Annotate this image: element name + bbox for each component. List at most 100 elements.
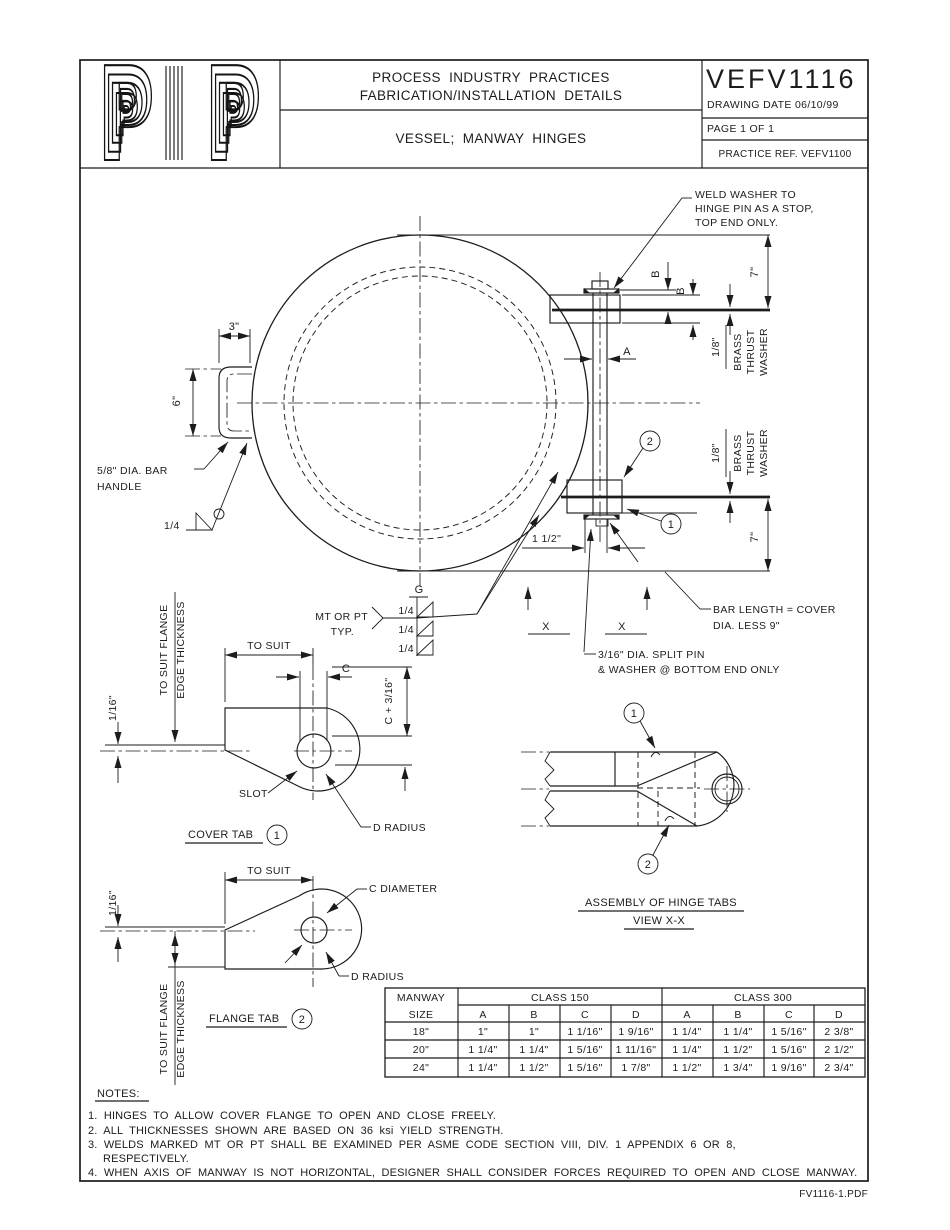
cover-tab-title: COVER TAB xyxy=(188,829,253,841)
weld-g-label: G xyxy=(415,584,424,596)
logo-letter-p: P xyxy=(204,40,261,192)
washer-label: WASHER xyxy=(758,429,770,477)
note-line1: 3/16" DIA. SPLIT PIN xyxy=(598,649,705,661)
hinge-pin-assembly xyxy=(549,272,770,545)
cell: 1 5/16" xyxy=(567,1044,602,1056)
dim-b-pair: B B xyxy=(650,262,697,340)
cell: 1 9/16" xyxy=(771,1062,806,1074)
cell: 1 5/16" xyxy=(771,1026,806,1038)
cell: 1 1/4" xyxy=(468,1044,497,1056)
balloon-1-main: 1 xyxy=(626,508,682,535)
note-line2: HINGE PIN AS A STOP, xyxy=(695,203,814,215)
weld-exam-label: MT OR PT xyxy=(315,611,368,623)
dim-116-label: 1/16" xyxy=(107,890,119,916)
dim-label: 7" xyxy=(749,532,761,543)
slot-label: SLOT xyxy=(239,788,268,800)
dim-label: 1/8" xyxy=(710,443,722,463)
section-label: X xyxy=(542,621,550,633)
assembly-subtitle: VIEW X-X xyxy=(633,915,685,927)
footer-filename: FV1116-1.PDF xyxy=(799,1189,868,1200)
dim-c316-label: C + 3/16" xyxy=(383,678,395,725)
col-header: D xyxy=(632,1009,640,1021)
note-line2: & WASHER @ BOTTOM END ONLY xyxy=(598,664,780,676)
brass-washer-callout-bottom: 1/8" BRASS THRUST WASHER xyxy=(710,429,770,523)
cell: 1" xyxy=(478,1026,488,1038)
dim-116-label: 1/16" xyxy=(107,695,119,721)
cell: 1 1/16" xyxy=(567,1026,602,1038)
col-header: B xyxy=(530,1009,537,1021)
dim-label: B xyxy=(675,287,687,295)
note-1: 1. HINGES TO ALLOW COVER FLANGE TO OPEN … xyxy=(88,1110,496,1122)
flange-thickness-label-1: TO SUIT FLANGE xyxy=(158,605,170,696)
table-row: 24" 1 1/4" 1 1/2" 1 5/16" 1 7/8" 1 1/2" … xyxy=(413,1062,853,1074)
balloon-label: 2 xyxy=(645,859,651,871)
dim-label: 1/8" xyxy=(710,337,722,357)
page-border xyxy=(79,59,869,1182)
note-4: 4. WHEN AXIS OF MANWAY IS NOT HORIZONTAL… xyxy=(88,1167,857,1179)
col-header: A xyxy=(683,1009,690,1021)
cell: 1 1/4" xyxy=(672,1044,701,1056)
handle-label-line2: HANDLE xyxy=(97,481,142,493)
col-group-class150: CLASS 150 xyxy=(531,992,589,1004)
logo-letter-p: P xyxy=(220,83,246,150)
col-header: A xyxy=(479,1009,486,1021)
cell: 1 1/2" xyxy=(672,1062,701,1074)
handle-weld-symbol: 1/4 xyxy=(164,442,248,532)
dimensions-table: MANWAY SIZE CLASS 150 CLASS 300 A B C D … xyxy=(384,987,866,1078)
note-3: 3. WELDS MARKED MT OR PT SHALL BE EXAMIN… xyxy=(88,1139,736,1151)
dim-label: 6" xyxy=(171,396,183,407)
flange-tab-outline xyxy=(224,888,363,970)
cell: 1 5/16" xyxy=(771,1044,806,1056)
flange-thickness-label-2: EDGE THICKNESS xyxy=(175,980,187,1077)
cell: 1 1/4" xyxy=(519,1044,548,1056)
notes-section: NOTES: 1. HINGES TO ALLOW COVER FLANGE T… xyxy=(88,1088,857,1179)
col-header: C xyxy=(785,1009,793,1021)
note-2: 2. ALL THICKNESSES SHOWN ARE BASED ON 36… xyxy=(88,1125,504,1137)
split-pin-note: 3/16" DIA. SPLIT PIN & WASHER @ BOTTOM E… xyxy=(583,522,780,676)
dim-label: 3" xyxy=(229,321,240,333)
cell: 2 3/4" xyxy=(824,1062,853,1074)
cell: 1 9/16" xyxy=(618,1026,653,1038)
weld-size-label: 1/4 xyxy=(398,624,414,636)
note-line3: TOP END ONLY. xyxy=(695,217,778,229)
dim-3in: 3" xyxy=(218,321,251,363)
brass-label: BRASS xyxy=(732,333,744,370)
cell: 1 1/2" xyxy=(519,1062,548,1074)
col-header: B xyxy=(734,1009,741,1021)
balloon-label: 2 xyxy=(647,436,653,448)
doc-number: VEFV1116 xyxy=(706,64,857,94)
org-line1: PROCESS INDUSTRY PRACTICES xyxy=(372,70,610,85)
logo-letter-p: P xyxy=(226,94,241,134)
main-view: 3" 6" 5/8" DIA. BAR HANDLE 1/4 xyxy=(97,189,835,676)
cell: 1 5/16" xyxy=(567,1062,602,1074)
logo-letter-i xyxy=(165,66,183,160)
practice-ref: PRACTICE REF. VEFV1100 xyxy=(718,149,851,160)
dim-label: B xyxy=(650,270,662,278)
to-suit-label: TO SUIT xyxy=(247,640,291,652)
drawing-title: VESSEL; MANWAY HINGES xyxy=(396,131,587,146)
note-line2: DIA. LESS 9" xyxy=(713,620,780,632)
weld-mark-icon xyxy=(664,816,675,822)
col-header-manway: MANWAY xyxy=(397,992,445,1004)
logo-letter-p: P xyxy=(97,40,154,192)
col-group-class300: CLASS 300 xyxy=(734,992,792,1004)
dim-label: 1 1/2" xyxy=(532,533,561,545)
cover-tab-slot-hole xyxy=(296,733,332,769)
section-label: X xyxy=(618,621,626,633)
washer-label: WASHER xyxy=(758,328,770,376)
flange-tab-detail: TO SUIT C DIAMETER D RADIUS 1/16" TO SUI… xyxy=(100,865,437,1085)
handle-label: 5/8" DIA. BAR HANDLE xyxy=(97,441,229,493)
mt-pt-weld-symbol: MT OR PT TYP. 1/4 1/4 1/4 G xyxy=(315,471,559,656)
weld-size-label: 1/4 xyxy=(164,520,180,532)
to-suit-label: TO SUIT xyxy=(247,865,291,877)
thrust-label: THRUST xyxy=(745,430,757,475)
cell: 1 1/4" xyxy=(723,1026,752,1038)
table-row: 20" 1 1/4" 1 1/4" 1 5/16" 1 11/16" 1 1/4… xyxy=(413,1044,853,1056)
cell: 1 1/4" xyxy=(468,1062,497,1074)
logo-letter-p: P xyxy=(108,67,144,163)
cover-tab-detail: TO SUIT C C + 3/16" SLOT D RADIUS 1/16" … xyxy=(100,592,426,846)
assembly-view: 1 2 ASSEMBLY OF HINGE TABS VIEW X-X xyxy=(521,702,750,930)
assembly-title: ASSEMBLY OF HINGE TABS xyxy=(585,897,737,909)
weld-washer-note: WELD WASHER TO HINGE PIN AS A STOP, TOP … xyxy=(613,189,814,289)
